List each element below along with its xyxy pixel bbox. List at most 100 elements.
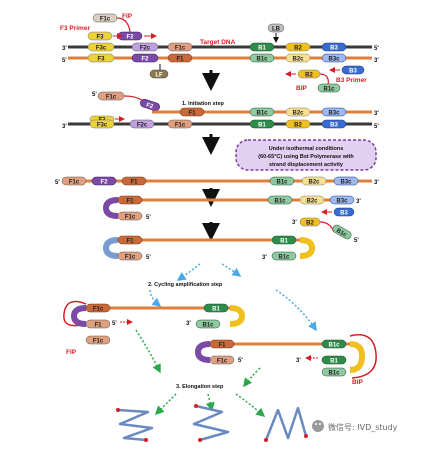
svg-text:strand displacement activity: strand displacement activity xyxy=(269,162,344,168)
svg-text:F1: F1 xyxy=(126,239,134,245)
svg-text:F1c: F1c xyxy=(69,180,80,186)
svg-text:B2: B2 xyxy=(294,46,302,52)
svg-text:B1: B1 xyxy=(280,239,288,245)
b3-primer-label: B3 Primer xyxy=(336,77,367,84)
f3-primer: F3 Primer F3 xyxy=(60,25,123,41)
svg-text:B3c: B3c xyxy=(336,199,348,205)
svg-text:F2: F2 xyxy=(145,102,154,110)
svg-text:3': 3' xyxy=(374,180,379,186)
svg-text:B3c: B3c xyxy=(328,57,340,63)
svg-text:3': 3' xyxy=(62,46,67,52)
svg-text:F3c: F3c xyxy=(97,123,108,129)
svg-text:3': 3' xyxy=(374,58,379,64)
svg-text:F1: F1 xyxy=(130,180,138,186)
svg-text:F1: F1 xyxy=(218,343,226,349)
svg-text:F1: F1 xyxy=(176,57,184,63)
svg-text:B2c: B2c xyxy=(308,180,320,186)
fip-f1c-label: F1c xyxy=(100,17,111,23)
bip-primer: B2 B1c BIP xyxy=(285,69,341,93)
svg-text:B1c: B1c xyxy=(328,371,340,377)
elongation-products xyxy=(116,404,308,442)
initiation-step-label: 1. Initiation step xyxy=(182,101,225,107)
cycling-left-structure: F1c B1 F1 5' 3' B1c F1c FIP xyxy=(63,300,246,356)
fip-f2-label: F2 xyxy=(126,35,134,41)
svg-text:3': 3' xyxy=(374,111,379,117)
svg-text:5': 5' xyxy=(112,321,117,327)
section-dumbbell: F1 B1 F1c 5' 3' B1c xyxy=(102,235,316,261)
f3-primer-f3-label: F3 xyxy=(96,35,104,41)
svg-text:B3: B3 xyxy=(349,69,357,75)
svg-text:5': 5' xyxy=(146,215,151,221)
svg-text:F1: F1 xyxy=(188,111,196,117)
svg-text:B2c: B2c xyxy=(292,111,304,117)
isothermal-callout: Under isothermal conditions (60-65°C) us… xyxy=(235,139,377,171)
svg-text:(60-65°C) using Bst Polymerase: (60-65°C) using Bst Polymerase with xyxy=(258,154,354,160)
target-bottom-strand: 5' F3 F2 F1 B1c B2c B3c 3' xyxy=(62,53,379,64)
svg-text:B3c: B3c xyxy=(328,111,340,117)
target-dna-label: Target DNA xyxy=(200,39,236,46)
svg-text:B2c: B2c xyxy=(306,199,318,205)
section-target-dna: F1c F2 FIP F3 Primer F3 LB Target DNA 3'… xyxy=(60,13,379,93)
svg-text:B1: B1 xyxy=(330,359,338,365)
svg-text:3': 3' xyxy=(356,199,361,205)
svg-text:B1: B1 xyxy=(212,307,220,313)
bip-bottom-label: BIP xyxy=(352,379,364,386)
svg-text:3': 3' xyxy=(62,124,67,130)
lf-label: LF xyxy=(155,73,163,79)
svg-text:F1c: F1c xyxy=(217,359,228,365)
b3-primer: B3 B3 Primer xyxy=(329,65,367,84)
svg-text:F3: F3 xyxy=(97,57,105,63)
svg-text:B1c: B1c xyxy=(278,255,290,261)
section-loop-formation: F1 B1c B2c B3c 3' F1c 5' B3 3' B2 B1c 5' xyxy=(102,195,361,244)
svg-text:B1c: B1c xyxy=(274,199,286,205)
svg-text:F2c: F2c xyxy=(137,123,148,129)
svg-text:5': 5' xyxy=(238,358,243,364)
svg-text:B1: B1 xyxy=(258,46,266,52)
svg-text:B1: B1 xyxy=(258,123,266,129)
svg-text:F2c: F2c xyxy=(140,46,151,52)
bip-label: BIP xyxy=(296,85,308,92)
svg-text:B1c: B1c xyxy=(256,57,268,63)
svg-text:B3: B3 xyxy=(330,46,338,52)
svg-text:5': 5' xyxy=(354,238,359,244)
svg-text:F1c: F1c xyxy=(125,215,136,221)
svg-text:3': 3' xyxy=(292,220,297,226)
svg-text:3': 3' xyxy=(262,255,267,261)
svg-text:F1: F1 xyxy=(126,199,134,205)
svg-text:B1c: B1c xyxy=(323,87,335,93)
svg-text:B3: B3 xyxy=(340,211,348,217)
svg-text:3': 3' xyxy=(186,321,191,327)
lf-primer: LF xyxy=(149,64,169,79)
svg-text:B1c: B1c xyxy=(328,343,340,349)
elongation-arrows: 3. Elongation step xyxy=(135,329,266,417)
svg-text:F3c: F3c xyxy=(96,46,107,52)
svg-text:5': 5' xyxy=(374,124,379,130)
svg-text:B1c: B1c xyxy=(256,111,268,117)
svg-text:B1c: B1c xyxy=(276,180,288,186)
target-top-strand: 3' F3c F2c F1c B1 B2 B3 5' xyxy=(62,42,379,52)
svg-text:F1c: F1c xyxy=(175,46,186,52)
svg-text:5': 5' xyxy=(55,180,60,186)
svg-text:B2c: B2c xyxy=(292,57,304,63)
svg-text:3': 3' xyxy=(296,358,301,364)
svg-text:F1c: F1c xyxy=(93,307,104,313)
svg-text:5': 5' xyxy=(92,92,97,98)
svg-text:F1c: F1c xyxy=(175,123,186,129)
svg-text:B1c: B1c xyxy=(335,228,348,239)
cycling-arrows: 2. Cycling amplification step xyxy=(148,263,317,332)
fip-label: FIP xyxy=(122,13,133,20)
fip-bottom-label: FIP xyxy=(66,349,77,356)
watermark: 微信号: IVD_study xyxy=(312,420,398,432)
cycling-step-label: 2. Cycling amplification step xyxy=(148,282,223,288)
fip-primer: F1c F2 xyxy=(92,13,157,41)
lb-label: LB xyxy=(272,27,281,33)
svg-text:5': 5' xyxy=(62,58,67,64)
svg-text:F1c: F1c xyxy=(125,255,136,261)
svg-text:B2: B2 xyxy=(306,221,314,227)
svg-text:B3c: B3c xyxy=(340,180,352,186)
svg-text:B2: B2 xyxy=(294,123,302,129)
f3-primer-label: F3 Primer xyxy=(60,25,90,32)
svg-text:B3: B3 xyxy=(330,123,338,129)
